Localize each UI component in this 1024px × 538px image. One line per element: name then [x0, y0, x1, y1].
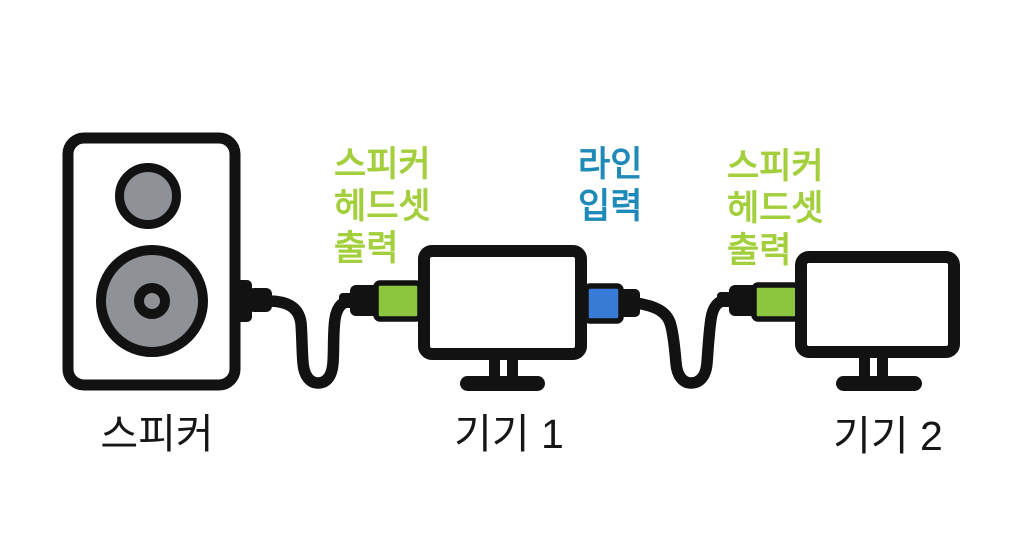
port-label-line: 입력	[578, 187, 643, 226]
blue-line-in-jack-device1-icon	[583, 283, 624, 324]
port-label-line: 헤드셋	[727, 189, 824, 228]
green-output-jack-device2-icon	[751, 282, 801, 322]
device1-stand-base-icon	[460, 376, 545, 391]
device1-stand-post-left-icon	[489, 354, 500, 380]
speaker-woofer-center-icon	[134, 283, 170, 319]
device2-stand-base-icon	[836, 376, 922, 391]
port-label-line-in-device1: 라인 입력	[578, 144, 642, 228]
cable-device1-to-device2-icon	[630, 294, 732, 389]
speaker-plug-tip-icon	[248, 288, 272, 312]
device2-monitor-icon	[795, 251, 960, 358]
green-output-jack-device1-icon	[373, 280, 423, 322]
cable-speaker-to-device1-icon	[262, 295, 358, 389]
plug1-body-icon	[350, 285, 380, 316]
port-label-output-device1: 스피커 헤드셋 출력	[334, 144, 431, 270]
blue-plug-body-icon	[619, 289, 640, 317]
speaker-tweeter-icon	[115, 163, 181, 229]
port-label-line: 출력	[727, 231, 792, 270]
port-label-line: 스피커	[727, 147, 824, 186]
device1-monitor-icon	[418, 245, 587, 360]
device2-stand-post-left-icon	[859, 352, 870, 378]
device2-label: 기기 2	[833, 413, 943, 459]
device1-stand-post-right-icon	[507, 354, 518, 380]
port-label-line: 헤드셋	[334, 187, 431, 226]
device2-stand-post-right-icon	[877, 352, 888, 378]
device1-label: 기기 1	[454, 411, 564, 457]
port-label-line: 라인	[578, 145, 643, 184]
port-label-output-device2: 스피커 헤드셋 출력	[727, 146, 824, 272]
port-label-line: 스피커	[334, 145, 431, 184]
speaker-label: 스피커	[100, 411, 214, 457]
port-label-line: 출력	[334, 229, 399, 268]
